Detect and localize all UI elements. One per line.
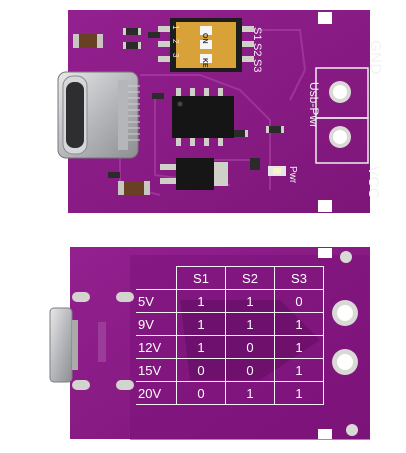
voltage-label: 20V (136, 381, 177, 405)
table-cell: 1 (176, 312, 226, 336)
table-row: 5V 1 1 0 (136, 289, 324, 313)
switch-ke-label: KE (201, 58, 208, 68)
table-cell: 1 (225, 289, 275, 313)
table-cell: 1 (225, 312, 275, 336)
table-row: 12V 1 0 1 (136, 335, 324, 359)
dip-switch (158, 18, 254, 72)
voltage-label: 15V (136, 358, 177, 382)
switch-label-s1: S1 (251, 27, 263, 41)
table-corner (136, 266, 177, 290)
table-cell: 1 (274, 358, 324, 382)
table-cell: 1 (225, 381, 275, 405)
usb-pwr-label: Usb-Pwr (307, 82, 321, 129)
capacitor (73, 34, 103, 48)
table-row: 9V 1 1 1 (136, 312, 324, 336)
voltage-label: 5V (136, 289, 177, 313)
table-cell: 1 (274, 312, 324, 336)
table-cell: 1 (176, 335, 226, 359)
table-cell: 0 (274, 289, 324, 313)
usb-c-connector (57, 71, 140, 159)
switch-number-1: 1 (171, 25, 180, 30)
table-row: 20V 0 1 1 (136, 381, 324, 405)
table-cell: 0 (225, 335, 275, 359)
table-cell: 1 (274, 335, 324, 359)
mosfet (160, 158, 228, 190)
pwr-label: Pwr (287, 166, 298, 184)
gnd-label: GND (367, 40, 384, 75)
switch-label-s2: S2 (251, 43, 263, 57)
table-header-s1: S1 (176, 266, 226, 290)
switch-number-2: 2 (171, 39, 180, 44)
voltage-config-table: S1 S2 S3 5V 1 1 0 9V 1 1 1 12V 1 0 1 15V… (136, 266, 324, 405)
table-cell: 0 (225, 358, 275, 382)
table-row: 15V 0 0 1 (136, 358, 324, 382)
table-header-row: S1 S2 S3 (136, 266, 324, 290)
table-cell: 0 (176, 358, 226, 382)
top-board (57, 10, 370, 213)
shield-pads (72, 292, 134, 390)
table-header-s3: S3 (274, 266, 324, 290)
table-cell: 0 (176, 381, 226, 405)
table-header-s2: S2 (225, 266, 275, 290)
voltage-label: 12V (136, 335, 177, 359)
controller-ic (172, 88, 234, 146)
usb-c-connector-back (49, 307, 78, 383)
switch-number-3: 3 (171, 53, 180, 58)
capacitor (118, 181, 150, 195)
table-cell: 1 (176, 289, 226, 313)
switch-on-label: ON (201, 33, 208, 44)
vcc-label: VCC (365, 166, 382, 200)
switch-label-s3: S3 (251, 59, 263, 73)
voltage-label: 9V (136, 312, 177, 336)
power-led (268, 166, 286, 176)
table-cell: 1 (274, 381, 324, 405)
